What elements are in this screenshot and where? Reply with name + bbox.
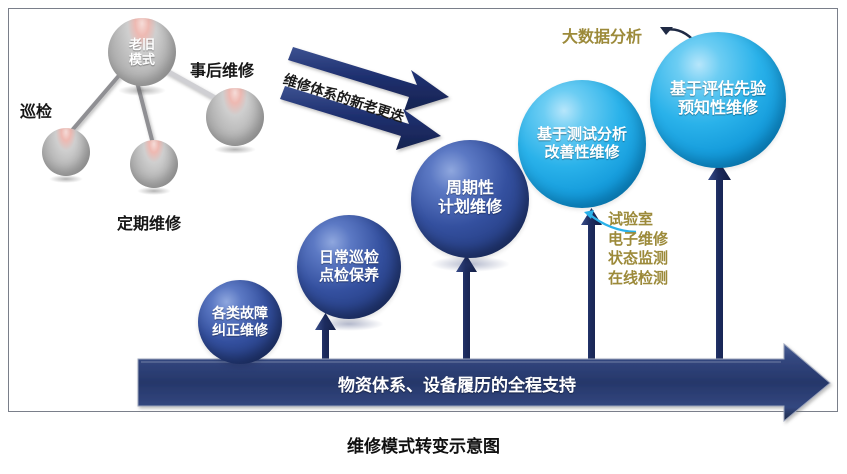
legacy-label-after-failure: 事后维修 bbox=[190, 63, 255, 80]
legacy-node-inspection[interactable] bbox=[42, 128, 90, 183]
figure-caption: 维修模式转变示意图 bbox=[347, 437, 500, 456]
legacy-hub-label: 老旧 模式 bbox=[128, 36, 155, 67]
stage-routine[interactable]: 日常巡检 点检保养 bbox=[297, 215, 401, 332]
legacy-node-periodic[interactable] bbox=[130, 140, 178, 195]
stage-routine-label: 日常巡检 点检保养 bbox=[318, 249, 379, 284]
enabler-annotation: 试验室 电子维修 状态监测 在线检测 bbox=[608, 211, 669, 287]
stage-test-based-label: 基于测试分析 改善性维修 bbox=[536, 126, 627, 161]
legacy-label-inspection: 巡检 bbox=[20, 104, 53, 121]
stage-planned-label: 周期性 计划维修 bbox=[437, 180, 502, 216]
stage-corrective-label: 各类故障 纠正维修 bbox=[212, 305, 268, 338]
foundation-label: 物资体系、设备履历的全程支持 bbox=[338, 376, 576, 395]
stage-corrective[interactable]: 各类故障 纠正维修 bbox=[198, 280, 282, 375]
stage-predictive[interactable]: 基于评估先验 预知性维修 bbox=[650, 32, 786, 168]
big-data-annotation: 大数据分析 bbox=[562, 29, 643, 46]
legacy-node-corrective[interactable] bbox=[206, 88, 264, 155]
legacy-label-periodic: 定期维修 bbox=[117, 216, 182, 233]
stage-predictive-label: 基于评估先验 预知性维修 bbox=[669, 81, 766, 117]
stage-test-based[interactable]: 基于测试分析 改善性维修 bbox=[518, 80, 646, 208]
stage-planned[interactable]: 周期性 计划维修 bbox=[411, 140, 529, 273]
legacy-hub-sphere[interactable]: 老旧 模式 bbox=[108, 18, 176, 96]
